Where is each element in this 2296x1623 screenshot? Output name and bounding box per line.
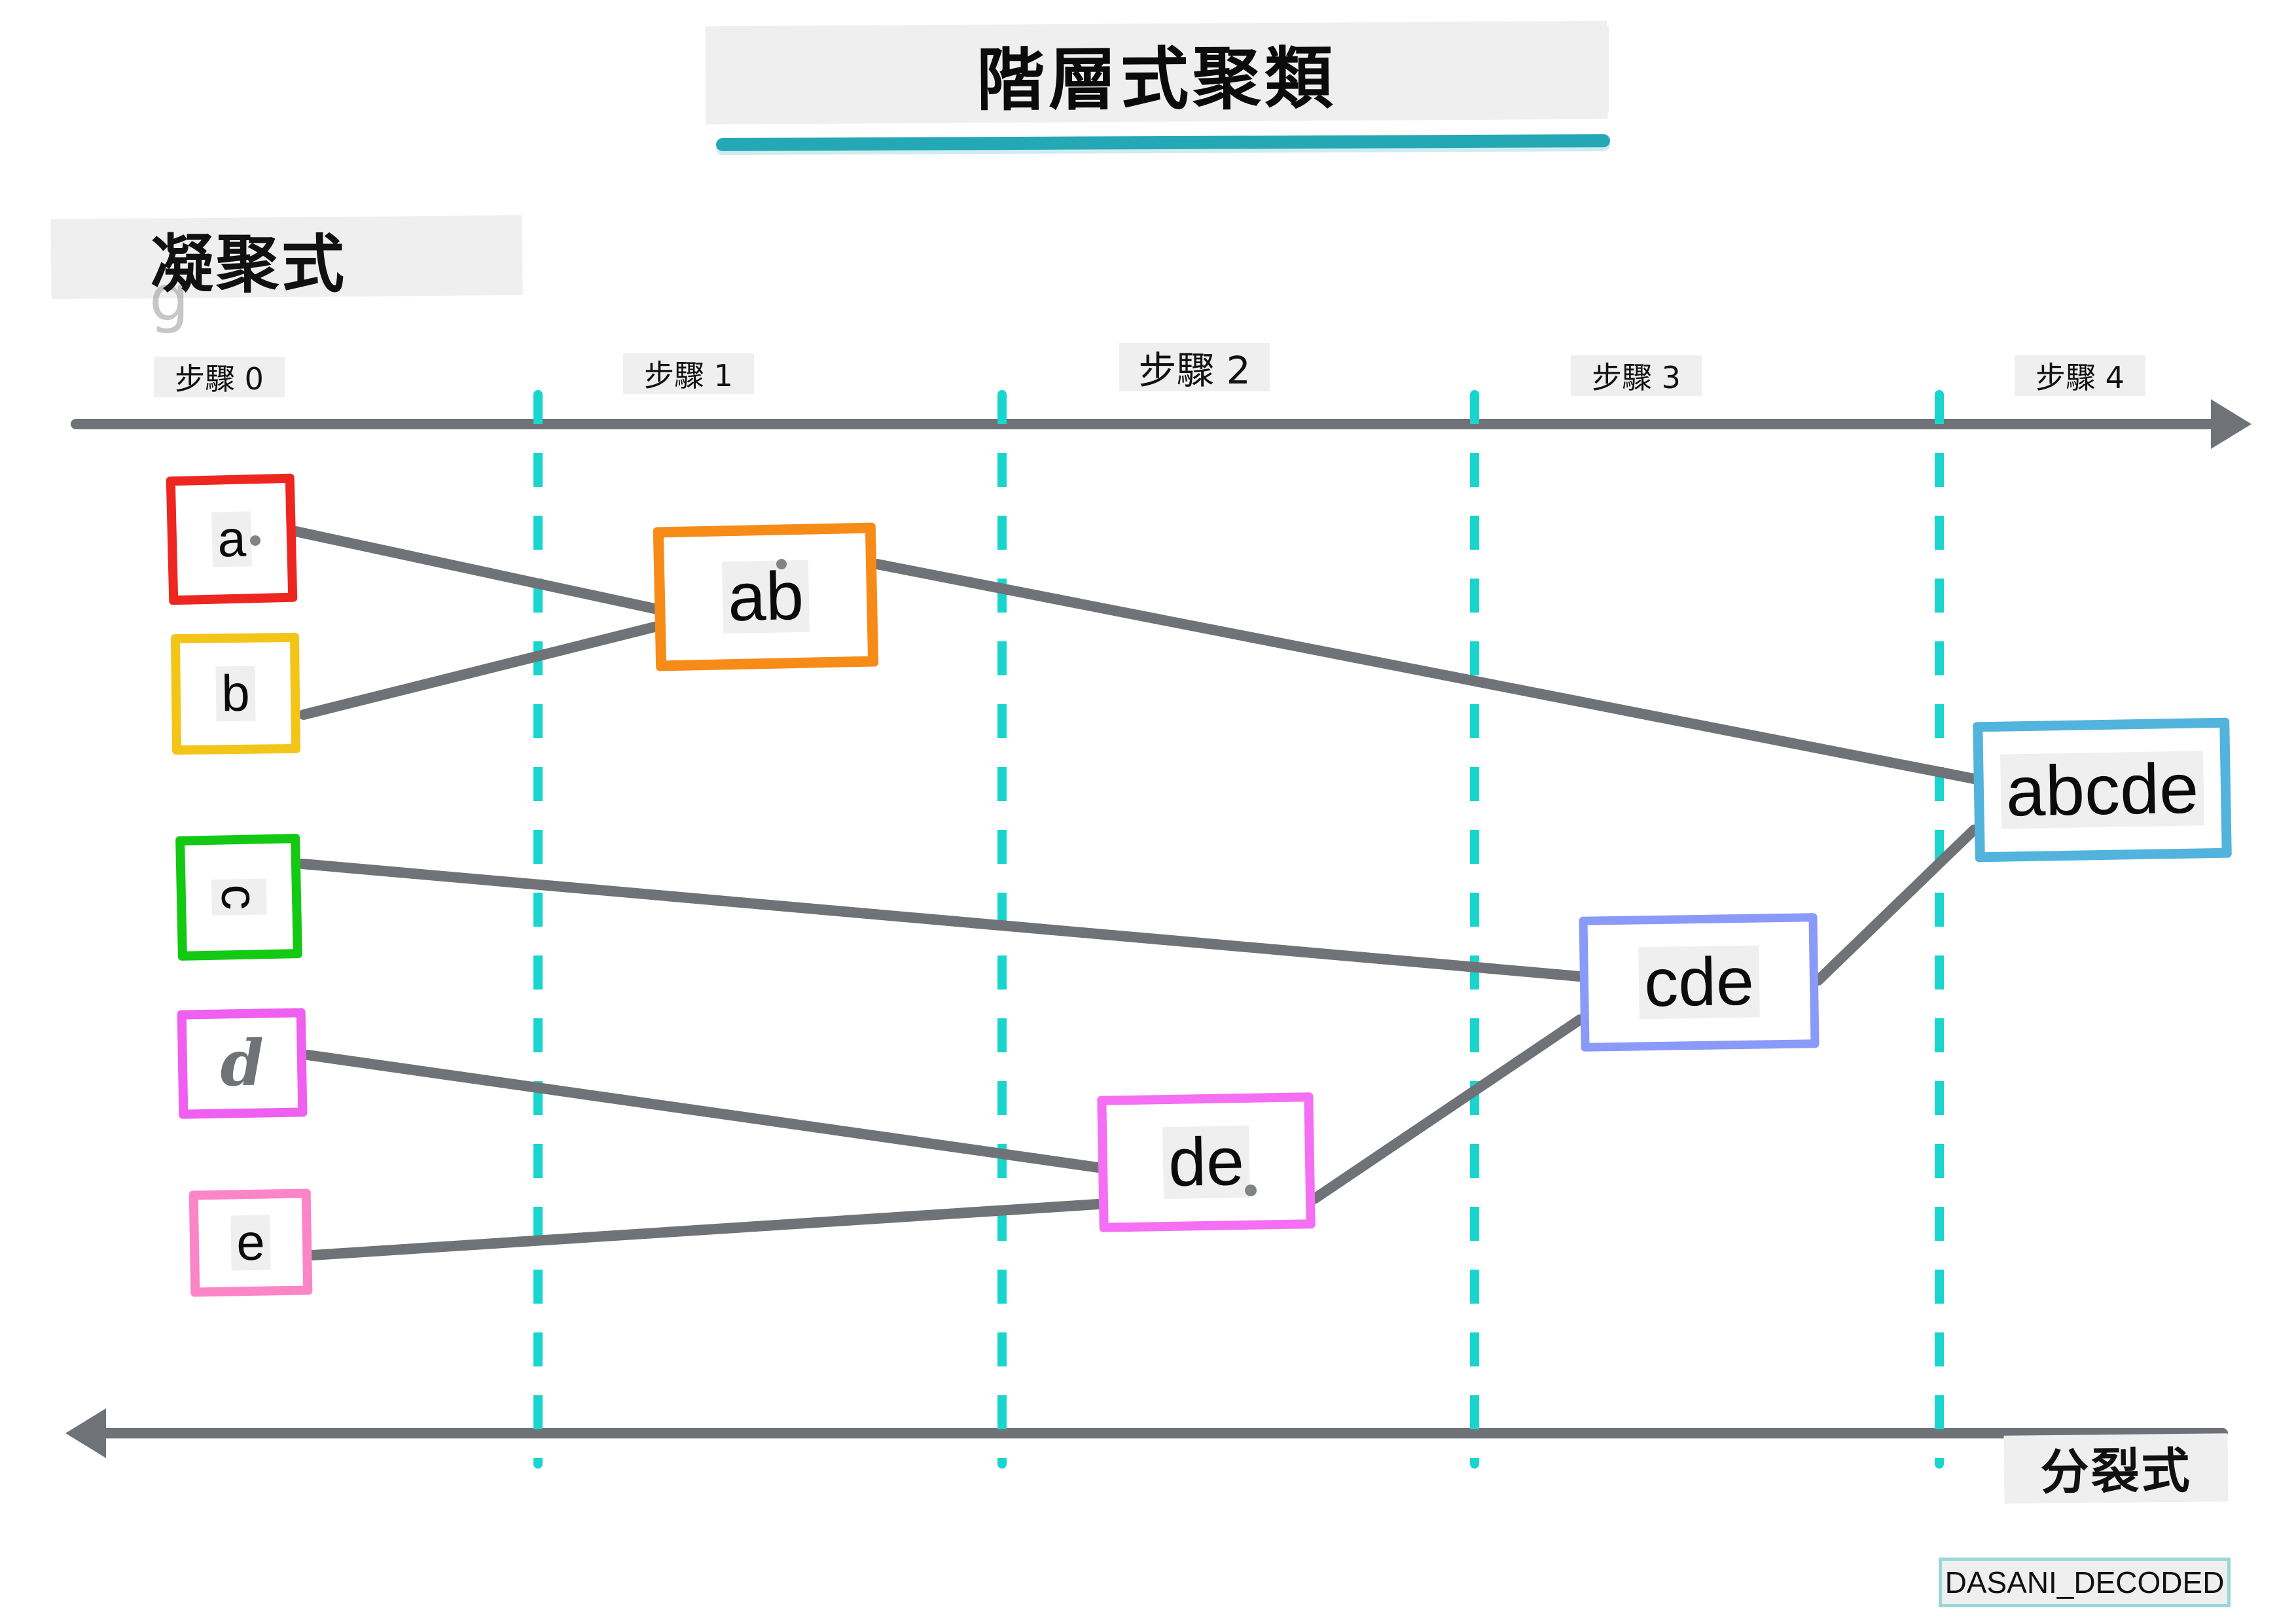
cluster-node-abcde-label: abcde bbox=[2000, 748, 2205, 830]
agglomerative-ghost-glyph: g bbox=[149, 262, 189, 335]
cluster-node-cde[interactable]: cde bbox=[1579, 913, 1820, 1052]
link-a-ab bbox=[291, 526, 660, 614]
link-d-de bbox=[302, 1050, 1103, 1173]
watermark-badge: DASANI_DECODED bbox=[1939, 1558, 2231, 1607]
step-separator-2 bbox=[1470, 390, 1479, 1469]
agglomerative-axis-line bbox=[71, 419, 2231, 429]
cluster-node-de[interactable]: de bbox=[1097, 1092, 1316, 1232]
cluster-node-c[interactable]: c bbox=[175, 834, 302, 961]
step-separator-1 bbox=[997, 390, 1007, 1469]
link-e-de bbox=[308, 1199, 1103, 1260]
pen-dot-icon bbox=[1245, 1185, 1257, 1196]
step-separator-3 bbox=[1935, 390, 1944, 1469]
link-ab-abcde bbox=[872, 559, 1979, 784]
cluster-node-de-label: de bbox=[1162, 1124, 1250, 1201]
cluster-node-b[interactable]: b bbox=[170, 632, 301, 755]
step-label-3: 步驟 3 bbox=[1571, 355, 1702, 396]
cluster-node-abcde[interactable]: abcde bbox=[1973, 717, 2232, 863]
link-cde-abcde bbox=[1813, 825, 1979, 986]
divisive-label: 分裂式 bbox=[2040, 1442, 2193, 1501]
step-label-0: 步驟 0 bbox=[154, 357, 285, 397]
step-label-1: 步驟 1 bbox=[623, 353, 754, 394]
link-b-ab bbox=[298, 622, 660, 720]
link-c-cde bbox=[297, 859, 1585, 982]
cluster-node-e[interactable]: e bbox=[188, 1188, 313, 1297]
cluster-node-e-label: e bbox=[230, 1213, 271, 1272]
cluster-node-d-label: d bbox=[219, 1026, 265, 1101]
agglomerative-label: 凝聚式 bbox=[151, 228, 347, 301]
left-arrow-icon bbox=[65, 1408, 106, 1458]
divisive-axis-line bbox=[76, 1428, 2228, 1438]
title-band-edge-artifact bbox=[1602, 26, 1609, 113]
link-de-cde bbox=[1309, 1014, 1585, 1204]
cluster-node-ab[interactable]: ab bbox=[653, 522, 879, 671]
pen-dot-icon bbox=[776, 559, 787, 569]
cluster-node-b-label: b bbox=[215, 664, 256, 722]
cluster-node-ab-label: ab bbox=[722, 558, 810, 635]
pen-dot-icon bbox=[250, 535, 260, 546]
right-arrow-icon bbox=[2211, 399, 2251, 449]
title-underline bbox=[715, 134, 1611, 151]
cluster-node-a-label: a bbox=[211, 510, 252, 568]
cluster-node-a[interactable]: a bbox=[166, 473, 298, 605]
step-separator-0 bbox=[533, 390, 543, 1469]
step-label-4: 步驟 4 bbox=[2015, 355, 2145, 396]
cluster-node-c-label: c bbox=[210, 878, 268, 916]
cluster-node-d[interactable]: d bbox=[177, 1008, 308, 1119]
page-title: 階層式聚類 bbox=[976, 37, 1337, 120]
step-label-2: 步驟 2 bbox=[1119, 343, 1270, 393]
cluster-node-cde-label: cde bbox=[1638, 944, 1760, 1021]
